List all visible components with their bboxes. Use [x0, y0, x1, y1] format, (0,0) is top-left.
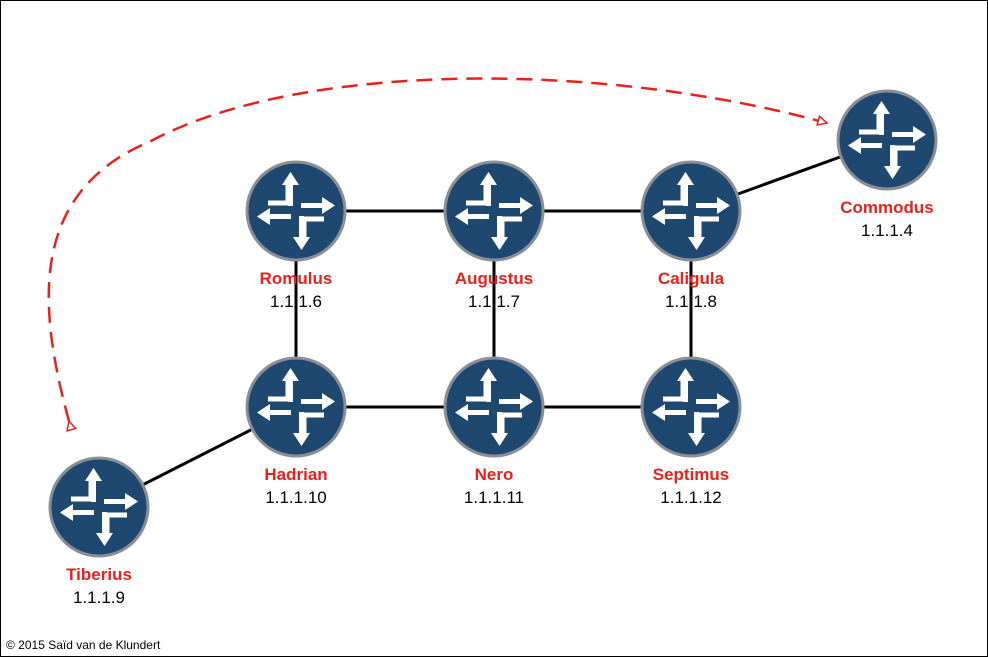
traffic-path-tiberius-commodus: [47, 77, 829, 432]
router-ip: 1.1.1.9: [73, 588, 125, 607]
routers-layer: Romulus 1.1.1.6 Augustus 1.1.1.7 Caligula 1.1…: [48, 89, 938, 607]
router-name: Nero: [475, 465, 514, 484]
router-icon: [443, 356, 545, 458]
router-icon: [640, 356, 742, 458]
router-romulus: Romulus 1.1.1.6: [245, 160, 347, 311]
router-septimus: Septimus 1.1.1.12: [640, 356, 742, 507]
router-name: Augustus: [455, 269, 533, 288]
router-icon: [640, 160, 742, 262]
router-name: Hadrian: [264, 465, 327, 484]
router-ip: 1.1.1.12: [660, 488, 721, 507]
router-nero: Nero 1.1.1.11: [443, 356, 545, 507]
router-commodus: Commodus 1.1.1.4: [836, 89, 938, 240]
router-name: Tiberius: [66, 565, 132, 584]
router-icon: [245, 356, 347, 458]
router-icon: [443, 160, 545, 262]
router-icon: [836, 89, 938, 191]
router-name: Romulus: [260, 269, 333, 288]
router-ip: 1.1.1.8: [665, 292, 717, 311]
router-ip: 1.1.1.7: [468, 292, 520, 311]
router-augustus: Augustus 1.1.1.7: [443, 160, 545, 311]
path-layer: [47, 77, 829, 432]
router-caligula: Caligula 1.1.1.8: [640, 160, 742, 311]
copyright-notice: © 2015 Saïd van de Klundert: [6, 638, 161, 652]
router-name: Caligula: [658, 269, 725, 288]
router-ip: 1.1.1.10: [265, 488, 326, 507]
router-ip: 1.1.1.11: [464, 488, 524, 507]
router-tiberius: Tiberius 1.1.1.9: [48, 456, 150, 607]
router-icon: [245, 160, 347, 262]
router-name: Septimus: [653, 465, 730, 484]
router-name: Commodus: [840, 198, 934, 217]
router-hadrian: Hadrian 1.1.1.10: [245, 356, 347, 507]
router-ip: 1.1.1.4: [861, 221, 913, 240]
router-icon: [48, 456, 150, 558]
router-ip: 1.1.1.6: [270, 292, 322, 311]
